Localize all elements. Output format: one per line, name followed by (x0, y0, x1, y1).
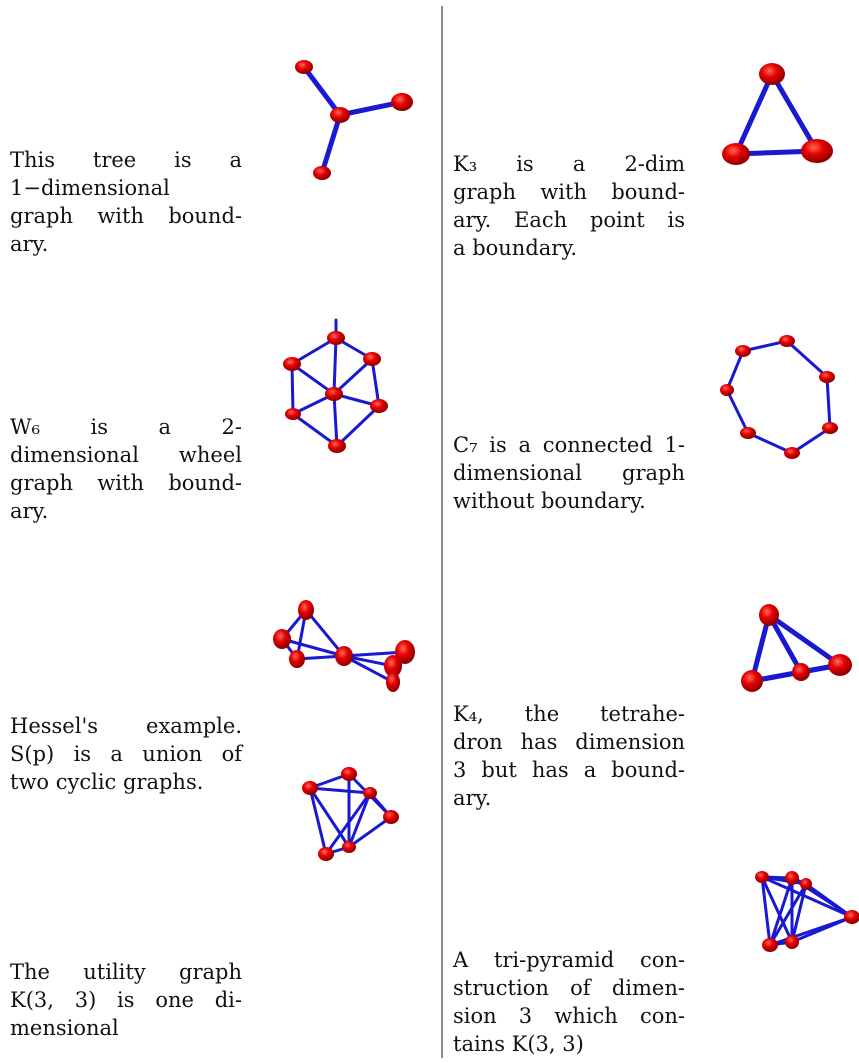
k3-graph (722, 63, 833, 165)
node (759, 604, 779, 626)
k4-tetrahedron (741, 604, 852, 692)
node (722, 143, 750, 165)
node (327, 331, 345, 345)
caption-w6: W₆ is a 2- dimensional wheel graph with … (10, 415, 242, 523)
caption-c7: C₇ is a connected 1- dimensional graph w… (453, 433, 685, 513)
caption-k3: K₃ is a 2-dim graph with bound- ary. Eac… (453, 152, 685, 260)
node (386, 672, 400, 692)
hessel-graph (273, 600, 415, 692)
node (318, 847, 334, 861)
node (801, 139, 833, 163)
node (391, 93, 413, 111)
node (755, 871, 769, 883)
node (370, 399, 388, 413)
column-divider (441, 6, 443, 1058)
node (779, 335, 795, 347)
node (302, 781, 318, 795)
node (295, 60, 313, 74)
node (759, 63, 785, 85)
caption-tree: This tree is a 1−dimensional graph with … (10, 148, 242, 256)
node (792, 663, 810, 681)
node (800, 878, 812, 890)
tree-graph (295, 60, 413, 180)
node (395, 640, 415, 664)
node (735, 345, 751, 357)
node (285, 408, 301, 420)
node (384, 655, 402, 677)
caption-tripyramid: A tri-pyramid con- struction of dimen- s… (453, 948, 685, 1056)
node (822, 422, 838, 434)
utility-graph (302, 767, 399, 861)
node (363, 352, 381, 366)
node (785, 935, 799, 949)
node (283, 357, 301, 371)
node (335, 646, 353, 666)
caption-k4: K₄, the tetrahe- dron has dimension 3 bu… (453, 702, 685, 810)
tripyramid-graph (755, 871, 859, 952)
node (330, 107, 350, 123)
w6-wheel-graph (283, 318, 388, 453)
node (720, 384, 734, 396)
node (273, 629, 291, 649)
node (828, 654, 852, 676)
node (328, 439, 346, 453)
node (363, 787, 377, 799)
node (741, 670, 763, 692)
node (289, 650, 305, 668)
node (325, 387, 343, 401)
node (844, 910, 859, 924)
node (342, 841, 356, 853)
node (819, 371, 835, 383)
node (785, 871, 799, 885)
caption-hessel: Hessel's example. S(p) is a union of two… (10, 714, 242, 794)
node (298, 600, 314, 620)
c7-cycle-graph (720, 335, 838, 459)
caption-utility: The utility graph K(3, 3) is one di- men… (10, 960, 242, 1040)
node (341, 767, 357, 781)
node (784, 447, 800, 459)
node (313, 166, 331, 180)
node (383, 810, 399, 824)
node (740, 427, 756, 439)
node (762, 938, 778, 952)
